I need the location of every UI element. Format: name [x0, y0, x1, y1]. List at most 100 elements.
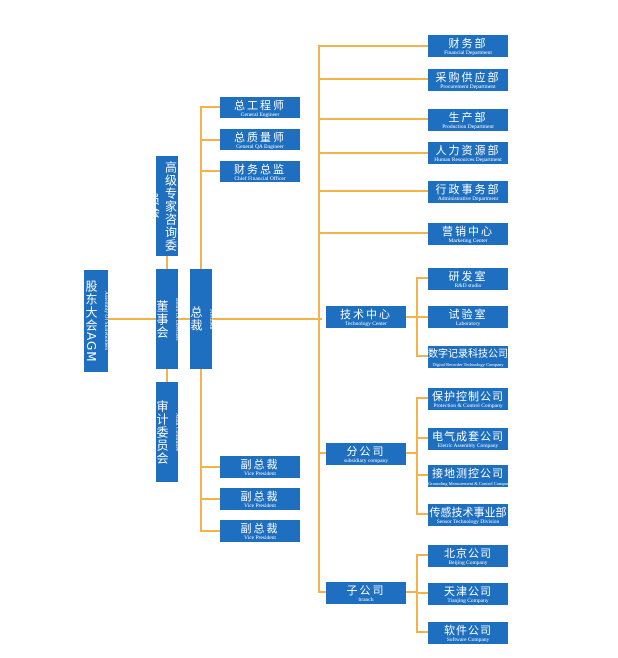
audit-committee-label-en: Audit Committee — [174, 412, 180, 452]
tech-child-label-en: Digital Recorder Technology Company — [432, 362, 504, 367]
dept-node: 财务部 Financial Department — [428, 35, 508, 57]
tech-child-label-en: R&D studio — [454, 283, 482, 289]
dept-label-en: Administrative Department — [437, 196, 499, 202]
branch-node: 子公司 branch — [326, 582, 406, 604]
dept-label-en: Procurement Department — [440, 84, 496, 90]
connector-line — [406, 591, 416, 593]
sub-child-node: 接地测控公司 Grounding Measurement & Control C… — [428, 465, 512, 487]
dept-label-en: Financial Department — [444, 50, 492, 56]
connector-line — [416, 631, 428, 633]
branch-label: 子公司 — [346, 584, 386, 597]
connector-line — [318, 190, 428, 192]
president-label-en: President — [208, 308, 214, 330]
dept-node: 行政事务部 Administrative Department — [428, 181, 508, 203]
connector-line — [200, 369, 202, 531]
tech-center-node: 技术中心 Technology Center — [326, 306, 406, 328]
advisory-committee-label-en: Advisory Committee — [182, 182, 189, 230]
branch-label-en: branch — [358, 597, 374, 603]
connector-line — [200, 170, 220, 172]
connector-line — [416, 437, 428, 439]
connector-line — [416, 397, 428, 399]
connector-line — [212, 318, 322, 320]
vp-label-en: Vice President — [244, 471, 276, 477]
tech-child-node: 数字记录科技公司 Digital Recorder Technology Com… — [428, 346, 508, 368]
dept-node: 人力资源部 Human Resources Department — [428, 142, 508, 164]
branch-child-label-en: Tianjing Company — [447, 598, 489, 604]
connector-line — [416, 592, 428, 594]
sub-child-label: 接地测控公司 — [432, 467, 504, 480]
audit-committee-node: 审计委员会 Audit Committee — [155, 382, 180, 482]
sub-child-label-en: Eletric Assembly Company — [437, 443, 499, 449]
dept-label-en: Production Department — [442, 124, 494, 130]
sub-child-label: 电气成套公司 — [432, 430, 504, 443]
exec-label-en: Chief Financial Officer — [234, 176, 286, 182]
exec-label: 财务总监 — [234, 163, 286, 176]
connector-line — [318, 232, 428, 234]
sub-child-label-en: Grounding Measurement & Control Company — [428, 481, 512, 486]
exec-label-en: General Engineer — [240, 112, 280, 118]
tech-child-label: 研发室 — [448, 270, 488, 283]
tech-child-label: 数字记录科技公司 — [428, 349, 508, 360]
branch-child-label: 北京公司 — [444, 547, 492, 560]
subsidiary-label: 分公司 — [346, 445, 386, 458]
board-node: 董事会 Board Of Directors — [155, 269, 180, 369]
agm-label-en: Assembly Of Shareholders — [103, 291, 109, 351]
tech-center-label-en: Technology Center — [345, 321, 387, 327]
vp-label: 副总裁 — [240, 490, 280, 503]
connector-line — [318, 452, 326, 454]
connector-line — [200, 530, 220, 532]
dept-label: 生产部 — [448, 111, 488, 124]
connector-line — [416, 554, 428, 556]
connector-line — [318, 118, 428, 120]
sub-child-node: 传感技术事业部 Sensor Technology Division — [428, 504, 508, 526]
agm-node: 股东大会AGM Assembly Of Shareholders — [84, 270, 109, 372]
dept-label-en: Human Resources Department — [434, 157, 502, 163]
dept-label: 营销中心 — [442, 225, 494, 238]
vp-label-en: Vice President — [244, 503, 276, 509]
vp-label-en: Vice President — [244, 535, 276, 541]
connector-line — [200, 106, 220, 108]
branch-child-node: 北京公司 Beijing Company — [428, 545, 508, 567]
connector-line — [416, 474, 428, 476]
exec-label: 总质量师 — [234, 131, 286, 144]
branch-child-node: 天津公司 Tianjing Company — [428, 583, 508, 605]
dept-label: 人力资源部 — [435, 144, 501, 157]
dept-label: 行政事务部 — [435, 183, 501, 196]
dept-node: 采购供应部 Procurement Department — [428, 69, 508, 91]
connector-line — [200, 498, 220, 500]
connector-line — [318, 78, 428, 80]
board-label: 董事会 — [155, 299, 169, 339]
connector-line — [416, 397, 418, 514]
connector-line — [200, 139, 220, 141]
sub-child-label: 传感技术事业部 — [429, 506, 507, 519]
branch-child-node: 软件公司 Software Company — [428, 622, 508, 644]
connector-line — [318, 45, 428, 47]
exec-node: 财务总监 Chief Financial Officer — [220, 161, 300, 182]
board-label-en: Board Of Directors — [174, 297, 180, 341]
president-label: 总裁 — [189, 306, 203, 332]
sub-child-label: 保护控制公司 — [432, 390, 504, 403]
vp-node: 副总裁 Vice President — [220, 520, 300, 542]
branch-child-label: 软件公司 — [444, 624, 492, 637]
tech-center-label: 技术中心 — [340, 308, 392, 321]
branch-child-label-en: Software Company — [446, 637, 490, 643]
subsidiary-label-en: subsidiary company — [343, 458, 389, 464]
dept-label: 财务部 — [448, 37, 488, 50]
agm-label: 股东大会AGM — [84, 279, 98, 363]
connector-line — [178, 318, 190, 320]
dept-label-en: Marketing Center — [448, 238, 488, 244]
vp-node: 副总裁 Vice President — [220, 488, 300, 510]
connector-line — [200, 466, 220, 468]
sub-child-node: 电气成套公司 Eletric Assembly Company — [428, 428, 508, 450]
sub-child-label-en: Protection & Control Company — [433, 403, 503, 409]
dept-node: 生产部 Production Department — [428, 109, 508, 131]
connector-line — [318, 152, 428, 154]
tech-child-node: 研发室 R&D studio — [428, 268, 508, 290]
dept-label: 采购供应部 — [435, 71, 501, 84]
connector-line — [416, 316, 428, 318]
vp-label: 副总裁 — [240, 522, 280, 535]
exec-label-en: General QA Engineer — [236, 144, 284, 150]
advisory-committee-label: 高级专家咨询委员会 — [146, 160, 178, 252]
connector-line — [416, 277, 428, 279]
tech-child-node: 试验室 Laboratory — [428, 306, 508, 328]
